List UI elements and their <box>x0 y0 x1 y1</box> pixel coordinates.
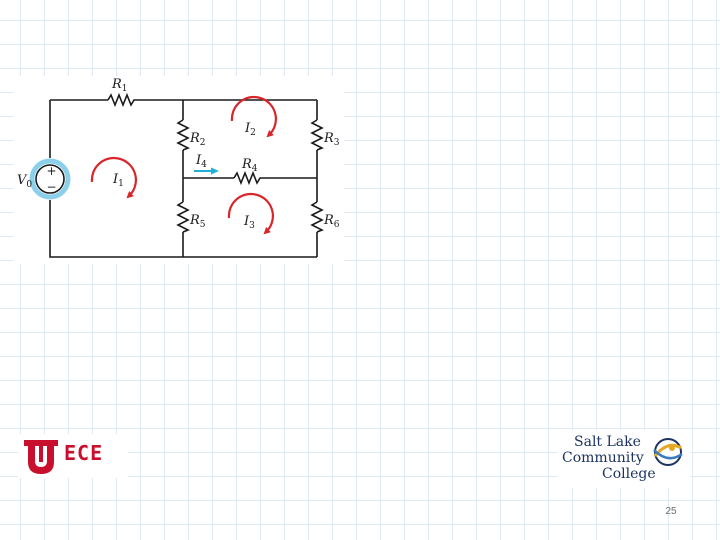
label-r4: R4 <box>241 157 258 174</box>
label-i2: I2 <box>244 121 256 138</box>
circuit-diagram: + − V0 R1 R2 R3 R4 R5 R6 I1 I2 I3 I4 <box>17 77 340 258</box>
label-i4: I4 <box>195 153 207 170</box>
loop-arrow-i3 <box>227 192 274 235</box>
resistor-r2 <box>176 119 190 151</box>
resistor-r1 <box>107 92 136 108</box>
slcc-line-2: Community <box>562 450 644 466</box>
label-r2: R2 <box>189 131 206 148</box>
voltage-source: + − <box>29 158 71 200</box>
ece-logo: ECE <box>18 434 128 478</box>
minus-sign: − <box>47 180 57 194</box>
resistor-r6 <box>310 201 324 233</box>
circuit-diagram-panel: + − V0 R1 R2 R3 R4 R5 R6 I1 I2 I3 I4 <box>14 76 344 264</box>
loop-arrow-i2 <box>230 95 277 138</box>
slcc-line-3: College <box>602 466 656 482</box>
label-r3: R3 <box>323 131 340 148</box>
label-v0: V0 <box>17 173 32 190</box>
page-number: 25 <box>665 506 677 517</box>
label-r5: R5 <box>189 213 206 230</box>
circuit-wires <box>49 99 318 258</box>
slcc-logo: Salt Lake Community College <box>558 430 690 488</box>
label-r1: R1 <box>111 77 128 94</box>
label-r6: R6 <box>323 213 340 230</box>
slcc-emblem-icon <box>653 438 683 466</box>
resistor-r4 <box>233 170 262 186</box>
label-i1: I1 <box>112 172 124 189</box>
university-of-utah-u-icon: ECE <box>24 440 103 474</box>
resistor-r5 <box>176 201 190 233</box>
slcc-line-1: Salt Lake <box>574 434 641 450</box>
loop-arrow-i1 <box>90 156 137 199</box>
ece-wordmark: ECE <box>64 441 103 465</box>
resistor-r3 <box>310 119 324 151</box>
plus-sign: + <box>47 164 57 178</box>
label-i3: I3 <box>243 214 255 231</box>
